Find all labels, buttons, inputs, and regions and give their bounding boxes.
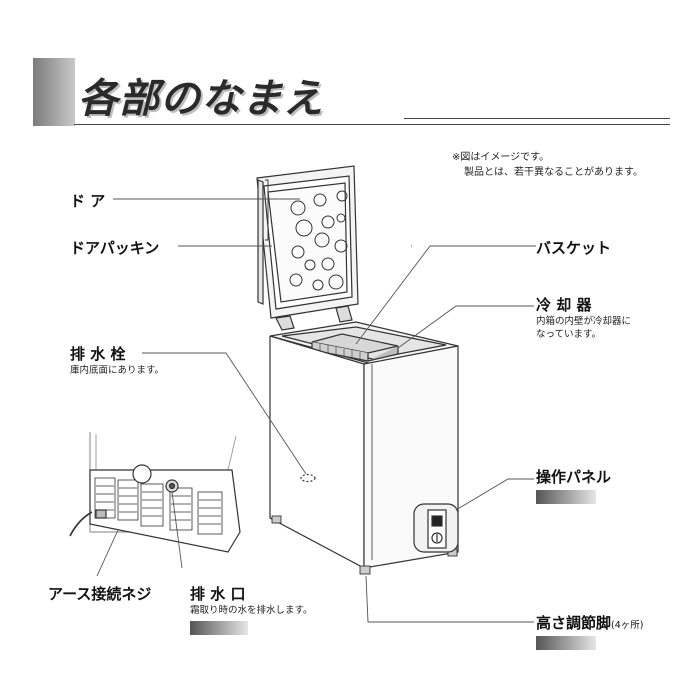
label-cooler-desc2: なっています。 [536, 329, 602, 340]
door-gasket [267, 182, 348, 303]
label-door: ド ア [70, 192, 106, 210]
image-note-line1: ※図はイメージです。 [452, 152, 550, 163]
label-adjust-foot-count: (4ヶ所) [611, 620, 644, 631]
label-bar [536, 636, 596, 650]
label-cooler-desc1: 内箱の内壁が冷却器に [536, 316, 632, 327]
label-cooler-group: 冷 却 器 内箱の内壁が冷却器に なっています。 [536, 294, 631, 341]
cabinet-front [269, 335, 365, 569]
label-control-panel-group: 操作パネル [536, 466, 611, 504]
title-underline [74, 124, 670, 125]
rear-round-cap [132, 464, 152, 484]
label-drain-plug: 排 水 栓 [70, 345, 126, 363]
label-adjust-foot-group: 高さ調節脚(4ヶ所) [536, 612, 643, 650]
label-bar [536, 490, 596, 504]
label-basket: バスケット [536, 239, 612, 257]
page-title: 各部のなまえ [78, 76, 324, 122]
image-note: ※図はイメージです。 製品とは、若干異なることがあります。 [452, 150, 643, 180]
image-note-line2: 製品とは、若干異なることがあります。 [464, 167, 643, 178]
label-bar [190, 621, 248, 635]
label-door-packing: ドアパッキン [70, 239, 160, 257]
adjust-foot [359, 565, 371, 575]
label-adjust-foot: 高さ調節脚 [536, 614, 612, 632]
label-control-panel: 操作パネル [536, 468, 612, 486]
label-earth-screw: アース接続ネジ [48, 585, 152, 603]
earth-screw [95, 509, 107, 519]
title-accent-bar [33, 58, 75, 126]
title-underline-secondary [404, 118, 670, 119]
label-cooler: 冷 却 器 [536, 296, 592, 314]
label-drain-outlet: 排 水 口 [190, 585, 246, 603]
label-drain-plug-desc: 庫内底面にあります。 [70, 365, 165, 376]
label-drain-plug-group: 排 水 栓 庫内底面にあります。 [70, 343, 164, 377]
label-drain-outlet-group: 排 水 口 霜取り時の水を排水します。 [190, 583, 313, 635]
label-drain-outlet-desc: 霜取り時の水を排水します。 [190, 605, 313, 616]
drain-plug [300, 473, 316, 483]
